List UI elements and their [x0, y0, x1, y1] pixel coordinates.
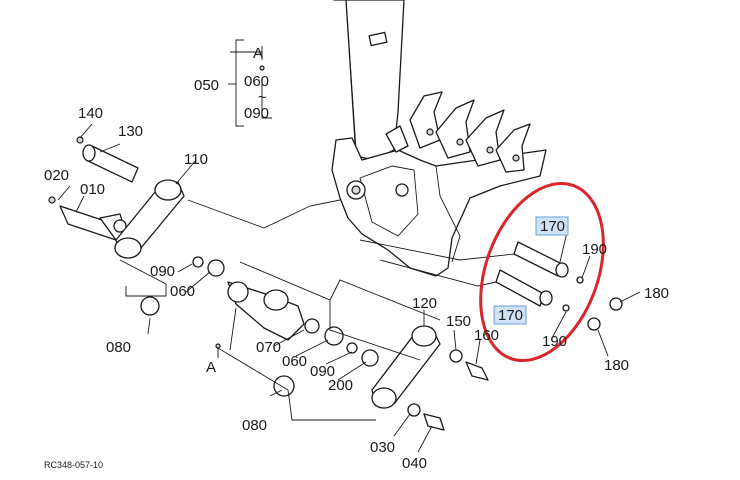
pin-170-top [513, 241, 563, 277]
bucket-tooth-1 [409, 91, 443, 149]
link-110-top-boss [154, 179, 182, 201]
bucket-pin-hole-inner [351, 185, 361, 195]
h-link-bushing [227, 281, 249, 303]
bucket-body [331, 137, 547, 277]
label-190-top: 190 [582, 241, 607, 258]
label-120: 120 [412, 295, 437, 312]
pin-170-top-head [555, 262, 569, 278]
part-130-pin [76, 136, 139, 183]
labels: 050 A 060 ~ 090 140 130 020 010 110 090 … [44, 45, 669, 472]
link-110-bottom-boss [114, 237, 142, 259]
group-ref-label: A [253, 45, 263, 62]
label-110: 110 [184, 151, 208, 168]
highlight-circle [479, 181, 605, 363]
label-130: 130 [118, 123, 143, 140]
label-200: 200 [328, 377, 353, 394]
link-120-bottom-boss [371, 387, 397, 409]
bucket-tooth-2 [435, 99, 475, 159]
pin-170-bottom-head [539, 290, 553, 306]
label-060-right: 060 [282, 353, 307, 370]
nut-180-bottom [587, 317, 601, 331]
tooth-pin [426, 128, 434, 136]
pin-010-hole [113, 219, 127, 233]
link-120-top-boss [411, 325, 437, 347]
label-030: 030 [370, 439, 395, 456]
collar-190-bottom [562, 304, 570, 312]
label-180-top: 180 [644, 285, 669, 302]
label-190-bottom: 190 [542, 333, 567, 350]
group-range-tilde: ~ [258, 89, 267, 106]
label-ref-a: A [206, 359, 216, 376]
bolt-040 [423, 413, 445, 431]
tooth-pin [512, 154, 520, 162]
ref-dot-a-bottom [215, 343, 221, 349]
grease-nipple-140 [76, 136, 84, 144]
label-180-bottom: 180 [604, 357, 629, 374]
tooth-pin [456, 138, 464, 146]
washer-150 [449, 349, 463, 363]
leader-lines [57, 46, 641, 453]
grease-nipple-020 [48, 196, 56, 204]
group-range-start-label: 060 [244, 73, 269, 90]
bucket-link-plate [385, 125, 409, 153]
pin-130-head [82, 144, 96, 162]
bushing-060-left [207, 259, 225, 277]
ref-dot-a-top [259, 65, 265, 71]
collar-190-top [576, 276, 584, 284]
part-010-pin [48, 196, 127, 241]
label-170-bottom: 170 [498, 307, 523, 324]
diagram-code: RC348-057-10 [44, 460, 103, 470]
bucket-tooth-4 [495, 123, 531, 173]
arm-slot [368, 31, 388, 47]
washer-030 [407, 403, 421, 417]
bucket-tooth-3 [465, 109, 505, 167]
label-010: 010 [80, 181, 105, 198]
pin-170-bottom [495, 269, 545, 307]
label-020: 020 [44, 167, 69, 184]
label-070: 070 [256, 339, 281, 356]
h-link-boss [263, 289, 289, 311]
label-170-top-highlight [535, 216, 569, 236]
label-160: 160 [474, 327, 499, 344]
label-060-left: 060 [170, 283, 195, 300]
bucket-bracket-hole [395, 183, 409, 197]
label-170-top: 170 [540, 218, 565, 235]
group-range-end-label: 090 [244, 105, 269, 122]
shim-090-left [192, 256, 204, 268]
bolt-160 [465, 361, 489, 381]
group-bracket [228, 39, 244, 127]
label-140: 140 [78, 105, 103, 122]
label-170-bottom-highlight [493, 305, 527, 325]
label-080-left: 080 [106, 339, 131, 356]
center-parts [140, 256, 379, 397]
bucket [331, 91, 547, 277]
label-090-left: 090 [150, 263, 175, 280]
tooth-pin [486, 146, 494, 154]
label-150: 150 [446, 313, 471, 330]
part-120-link [371, 325, 489, 431]
right-pins [495, 241, 623, 331]
group-number-label: 050 [194, 77, 219, 94]
ring-200 [361, 349, 379, 367]
nut-180-top [609, 297, 623, 311]
label-040: 040 [402, 455, 427, 472]
label-080-bottom: 080 [242, 417, 267, 434]
shim-090-right [346, 342, 358, 354]
bushing-070 [304, 318, 320, 334]
label-090-right: 090 [310, 363, 335, 380]
part-110-link [114, 179, 185, 259]
bushing-080-left [140, 296, 160, 316]
bushing-060-right [324, 326, 344, 346]
